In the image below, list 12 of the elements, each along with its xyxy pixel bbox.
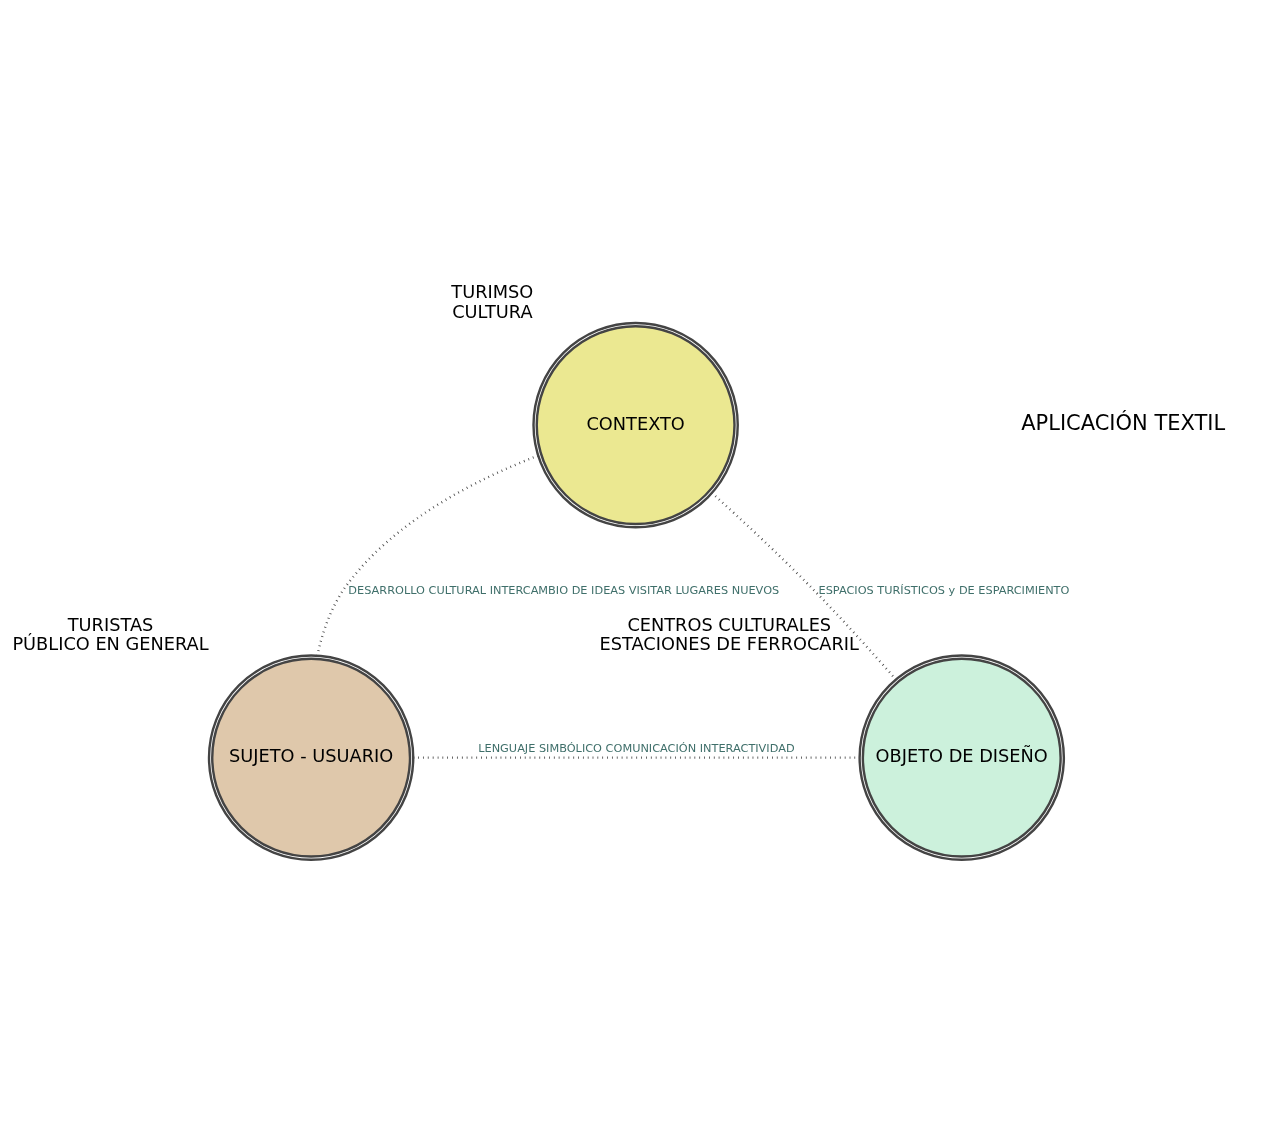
edge-label: LENGUAJE SIMBÓLICO COMUNICACIÓN INTERACTIVIDAD bbox=[478, 741, 795, 755]
edge-label: DESARROLLO CULTURAL INTERCAMBIO DE IDEAS VISITAR LUGARES NUEVOS bbox=[348, 583, 780, 597]
edge-label: ESPACIOS TURÍSTICOS y DE ESPARCIMIENTO bbox=[818, 583, 1070, 597]
node-label: PÚBLICO EN GENERAL bbox=[12, 633, 209, 654]
node-label: CENTROS CULTURALES bbox=[627, 614, 832, 635]
connector bbox=[711, 491, 897, 680]
node-label: TURISTAS bbox=[67, 614, 154, 635]
node-label: TURIMSO bbox=[451, 281, 534, 302]
connector bbox=[316, 454, 539, 656]
label: APLICACIÓN TEXTIL bbox=[1021, 410, 1226, 435]
node-label: ESTACIONES DE FERROCARIL bbox=[599, 633, 859, 654]
node-label: CULTURA bbox=[452, 301, 533, 322]
